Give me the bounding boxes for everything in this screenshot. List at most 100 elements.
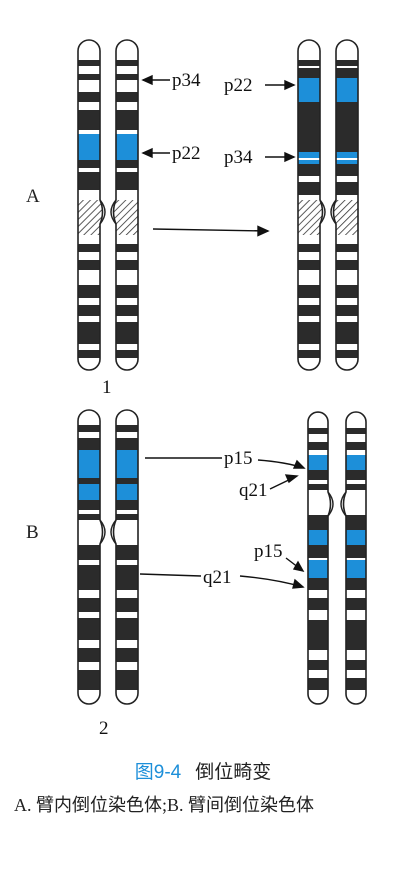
band bbox=[113, 92, 138, 102]
band bbox=[308, 560, 331, 578]
band bbox=[298, 200, 323, 235]
chromosome-b-original-chromatid-2 bbox=[112, 409, 139, 705]
band bbox=[78, 545, 103, 560]
band bbox=[78, 285, 103, 298]
band bbox=[298, 244, 323, 252]
chromosome-b-inverted-chromatid-1 bbox=[307, 411, 332, 705]
band bbox=[113, 514, 138, 520]
band bbox=[113, 244, 138, 252]
band bbox=[343, 660, 366, 670]
chromosome-a-inverted bbox=[297, 39, 359, 371]
band bbox=[333, 285, 358, 298]
band bbox=[343, 560, 366, 578]
band bbox=[113, 200, 138, 235]
band bbox=[113, 618, 138, 640]
chromosome-a-original-chromatid-1 bbox=[77, 39, 104, 371]
band bbox=[298, 68, 323, 78]
chromosome-b-original bbox=[77, 409, 139, 705]
panel-b-number: 2 bbox=[99, 718, 109, 739]
band bbox=[333, 260, 358, 270]
band bbox=[333, 164, 358, 176]
band bbox=[333, 68, 358, 78]
band bbox=[113, 450, 138, 478]
band bbox=[333, 322, 358, 344]
band bbox=[308, 515, 331, 530]
band bbox=[343, 515, 366, 530]
band bbox=[78, 74, 103, 80]
band bbox=[308, 428, 331, 434]
band bbox=[343, 470, 366, 480]
panel-a-label: A bbox=[26, 186, 40, 207]
band bbox=[308, 545, 331, 558]
band bbox=[113, 134, 138, 160]
band bbox=[308, 678, 331, 690]
figure-title: 倒位畸变 bbox=[195, 762, 272, 783]
band bbox=[113, 110, 138, 130]
band bbox=[78, 425, 103, 432]
band bbox=[333, 128, 358, 145]
band bbox=[78, 618, 103, 640]
band bbox=[78, 350, 103, 358]
figure-description: A. 臂内倒位染色体;B. 臂间倒位染色体 bbox=[14, 795, 315, 815]
band bbox=[298, 128, 323, 145]
band bbox=[78, 514, 103, 520]
band bbox=[308, 484, 331, 490]
band bbox=[333, 145, 358, 152]
band bbox=[298, 285, 323, 298]
band bbox=[113, 598, 138, 612]
band bbox=[78, 134, 103, 160]
band bbox=[298, 305, 323, 316]
band bbox=[343, 545, 366, 558]
band bbox=[298, 182, 323, 195]
band bbox=[113, 260, 138, 270]
band bbox=[78, 438, 103, 450]
band bbox=[113, 500, 138, 510]
band bbox=[333, 60, 358, 66]
band bbox=[113, 484, 138, 500]
band bbox=[298, 102, 323, 128]
label-p15-upper: p15 bbox=[224, 448, 253, 469]
label-p22-right: p22 bbox=[224, 75, 253, 96]
band bbox=[298, 160, 323, 164]
band bbox=[298, 78, 323, 102]
band bbox=[298, 145, 323, 152]
panel-a-number: 1 bbox=[102, 377, 112, 398]
chromosome-a-original-chromatid-2 bbox=[112, 39, 139, 371]
chromosome-b-inverted-chromatid-2 bbox=[342, 411, 367, 705]
band bbox=[78, 110, 103, 130]
band bbox=[308, 455, 331, 470]
band bbox=[308, 530, 331, 545]
band bbox=[78, 322, 103, 344]
band bbox=[343, 598, 366, 610]
band bbox=[78, 260, 103, 270]
band bbox=[333, 160, 358, 164]
band bbox=[298, 322, 323, 344]
band bbox=[113, 545, 138, 560]
band bbox=[78, 670, 103, 690]
label-p34-left: p34 bbox=[172, 70, 201, 91]
band bbox=[113, 648, 138, 662]
band bbox=[343, 578, 366, 590]
band bbox=[308, 598, 331, 610]
band bbox=[113, 350, 138, 358]
band bbox=[78, 565, 103, 590]
band bbox=[78, 160, 103, 168]
band bbox=[298, 152, 323, 158]
band bbox=[113, 322, 138, 344]
band bbox=[78, 60, 103, 66]
band bbox=[308, 470, 331, 480]
band bbox=[298, 350, 323, 358]
band bbox=[333, 102, 358, 128]
band bbox=[333, 350, 358, 358]
chromosome-a-original bbox=[77, 39, 139, 371]
band bbox=[333, 182, 358, 195]
band bbox=[343, 442, 366, 450]
band bbox=[333, 152, 358, 158]
band bbox=[333, 305, 358, 316]
chromosome-b-inverted bbox=[307, 411, 367, 705]
band bbox=[113, 305, 138, 316]
band bbox=[113, 438, 138, 450]
band bbox=[113, 160, 138, 168]
label-q21-upper: q21 bbox=[239, 480, 268, 501]
